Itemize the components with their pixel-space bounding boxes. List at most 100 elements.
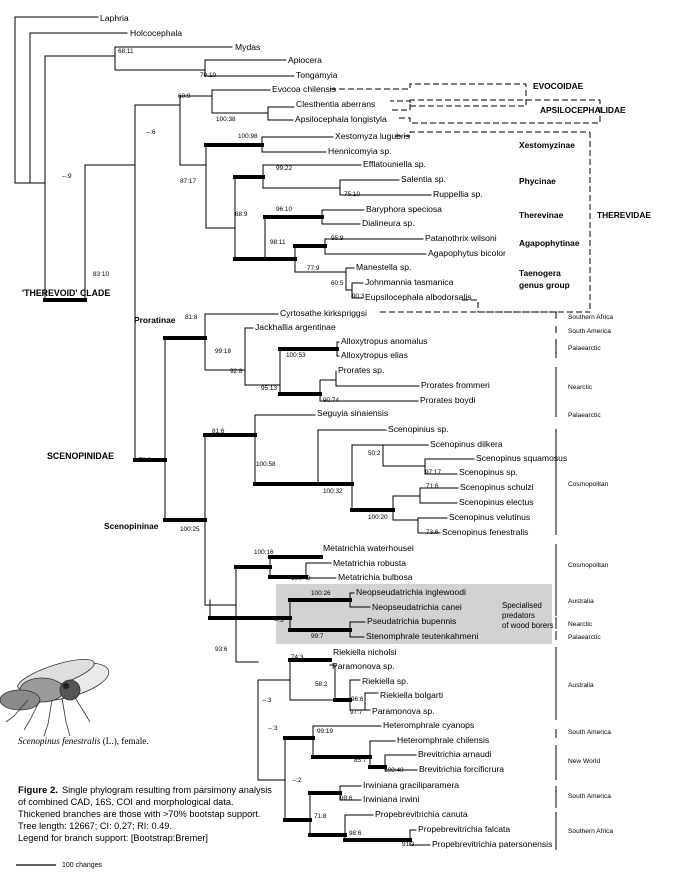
support-label: 60:9 [178, 93, 191, 100]
figure-caption-line: Thickened branches are those with >70% b… [18, 809, 260, 819]
support-label: 68:11 [118, 48, 134, 55]
support-label: 99:18 [215, 348, 231, 355]
clade-label-scenopininae: Scenopininae [104, 521, 159, 531]
support-label: --:3 [268, 725, 278, 732]
taxon-label: Heteromphrale cyanops [383, 720, 474, 730]
support-label: 96:6 [351, 696, 364, 703]
support-label: 83:10 [93, 271, 109, 278]
support-label: 73:6 [139, 457, 152, 464]
subfamily-label-agapophytinae: Agapophytinae [519, 238, 580, 248]
support-label: 95:13 [261, 385, 277, 392]
support-label: 90:74 [323, 397, 339, 404]
taxon-label: Brevitrichia arnaudi [418, 749, 492, 759]
region-label: Palaearctic [568, 634, 601, 641]
taxon-label: Neopseudatrichia inglewoodi [356, 587, 466, 597]
support-label: 74:3 [291, 654, 304, 661]
subfamily-label-phycinae: Phycinae [519, 176, 556, 186]
support-label: 91:3 [402, 841, 415, 848]
region-label: Palaearctic [568, 412, 601, 419]
taxon-label: Xestomyza lugubris [335, 131, 410, 141]
taxon-label: Irwiniana graciliparamera [363, 780, 459, 790]
taxon-label: Metatrichia robusta [333, 558, 406, 568]
support-label: 58:2 [315, 681, 328, 688]
taxon-label: Apiocera [288, 55, 322, 65]
support-label: 100:43 [291, 575, 311, 582]
taxon-label: Johnmannia tasmanica [365, 277, 454, 287]
predator-highlight-box [276, 584, 552, 644]
taxon-label: Laphria [100, 13, 129, 23]
taxon-label: Tongamyia [296, 70, 338, 80]
support-label: 100:58 [256, 461, 276, 468]
support-label: 81:6 [212, 428, 225, 435]
subfamily-label-genus-group: genus group [519, 280, 570, 290]
taxon-label: Manestella sp. [356, 262, 411, 272]
region-label: Australia [568, 598, 594, 605]
taxon-label: Evocoa chilensis [272, 84, 336, 94]
taxon-label: Paramonova sp. [332, 661, 395, 671]
taxon-label: Neopseudatrichia canei [372, 602, 462, 612]
support-label: 73:6 [426, 529, 439, 536]
region-label: Nearctic [568, 384, 593, 391]
support-label: 100:38 [216, 116, 236, 123]
support-label: 90:3 [352, 293, 365, 300]
taxon-label: Prorates sp. [338, 365, 384, 375]
region-label: South America [568, 793, 611, 800]
support-label: 71:6 [426, 483, 439, 490]
taxon-label: Alloxytropus elias [341, 350, 408, 360]
support-label: 96:10 [276, 206, 292, 213]
clade-label-therevoid: 'THEREVOID' CLADE [22, 288, 110, 298]
taxon-label: Mydas [235, 42, 260, 52]
support-label: 68:9 [235, 211, 248, 218]
support-label: 81:8 [185, 314, 198, 321]
subfamily-label-therevinae: Therevinae [519, 210, 564, 220]
clade-label-proratinae: Proratinae [134, 315, 176, 325]
support-label: 93:6 [215, 646, 228, 653]
taxon-label: Patanothrix wilsoni [425, 233, 497, 243]
taxon-label: Scenopinus fenestralis [442, 527, 528, 537]
support-label: 100:98 [238, 133, 258, 140]
support-label: 100:53 [286, 352, 306, 359]
taxon-label: Propebrevitrichia falcata [418, 824, 510, 834]
predator-note-line: predators [502, 611, 535, 620]
region-label: Southern Africa [568, 828, 613, 835]
taxon-label: Jackhallia argentinae [255, 322, 336, 332]
taxon-label: Scenopinus electus [459, 497, 534, 507]
taxon-label: Riekiella bolgarti [380, 690, 443, 700]
subfamily-label-taenogera: Taenogera [519, 268, 561, 278]
taxon-label: Scenopinus squamosus [476, 453, 567, 463]
illustration-caption: Scenopinus fenestralis (L.), female. [18, 736, 149, 746]
figure-caption-line: Legend for branch support: [Bootstrap:Br… [18, 833, 208, 843]
support-label: 100:32 [323, 488, 343, 495]
taxon-label: Agapophytus bicolor [428, 248, 506, 258]
support-label: 100:20 [368, 514, 388, 521]
taxon-label: Alloxytropus anomalus [341, 336, 427, 346]
taxon-label: Apsilocephala longistyla [295, 114, 387, 124]
taxon-label: Irwiniana irwini [363, 794, 419, 804]
support-label: --:9 [62, 173, 72, 180]
support-label: 100:26 [311, 590, 331, 597]
figure-caption-line: Tree length: 12667; CI: 0.27; RI: 0.49. [18, 821, 172, 831]
taxon-label: Prorates boydi [420, 395, 476, 405]
support-label: 92:8 [230, 368, 243, 375]
support-label: 85:7 [354, 757, 367, 764]
support-label: 70:10 [200, 72, 216, 79]
support-label: 75:10 [344, 191, 360, 198]
illustration-caption-rest: (L.), female. [100, 736, 148, 746]
region-label: South America [568, 729, 611, 736]
support-label: --:6 [146, 129, 156, 136]
fly-illustration [0, 659, 110, 737]
taxon-label: Dialineura sp. [362, 218, 415, 228]
support-label: 98:11 [270, 239, 286, 246]
figure-caption-line: Figure 2.Single phylogram resulting from… [18, 785, 272, 796]
family-label-therevidae: THEREVIDAE [597, 210, 651, 220]
support-label: 60:5 [331, 280, 344, 287]
taxon-label: Stenomphrale teutenkahmeni [366, 631, 478, 641]
support-label: 99:19 [317, 728, 333, 735]
taxon-label: Scenopinius sp. [388, 424, 449, 434]
taxon-label: Hennicomyia sp. [328, 146, 392, 156]
taxon-label: Pseudatrichia bupennis [367, 616, 456, 626]
taxon-label: Propebrevitrichia patersonensis [432, 839, 552, 849]
figure-caption-title: Figure 2. [18, 785, 58, 796]
support-label: 99:7 [311, 633, 324, 640]
